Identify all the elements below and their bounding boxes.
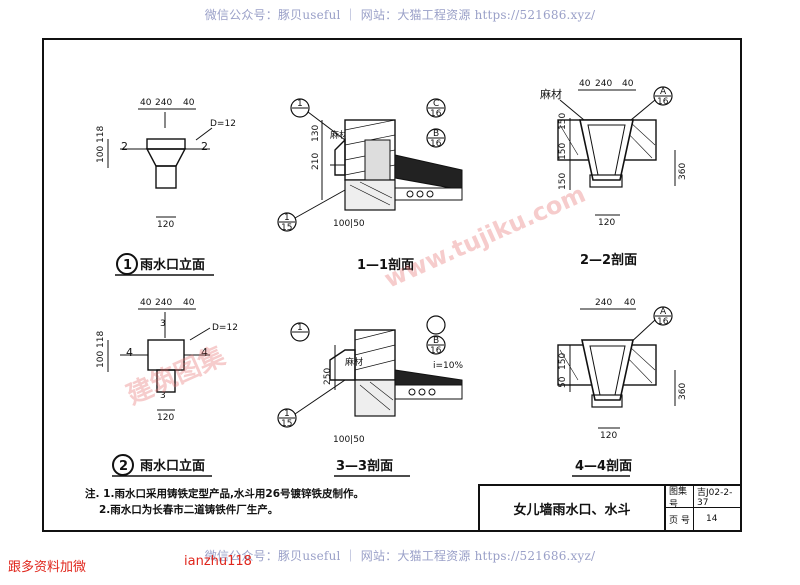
ref-1-bottom: 1 — [284, 213, 290, 223]
mat-label-1: 麻材 — [330, 129, 348, 141]
note-line-1: 注. 1.雨水口采用铸铁定型产品,水斗用26号镀锌铁皮制作。 — [85, 488, 365, 500]
ref-a-2: A — [660, 307, 667, 317]
ref-15-b: 15 — [281, 419, 292, 429]
ref-b: B — [433, 129, 439, 139]
atlas-label: 图集号 — [666, 486, 694, 510]
dim-240-c: 240 — [595, 79, 612, 89]
ref-1-top: 1 — [297, 99, 303, 109]
dim-d12: D=12 — [210, 119, 236, 129]
note-line-2: 2.雨水口为长春市二道铸铁件厂生产。 — [99, 504, 279, 516]
dim-100-50-a: 100|50 — [333, 219, 365, 229]
detail-2-elevation: 40 240 40 3 4 4 D=12 100 118 3 120 — [96, 298, 238, 423]
drawing-notes: 注. 1.雨水口采用铸铁定型产品,水斗用26号镀锌铁皮制作。 2.雨水口为长春市… — [85, 486, 364, 518]
dim-150-b: 150 — [558, 143, 568, 160]
dim-120: 120 — [157, 220, 174, 230]
detail-1-elevation: 40 240 40 2 2 D=12 100 118 120 — [96, 98, 236, 230]
promo-text: 跟多资料加微 — [8, 560, 87, 575]
dim-240: 240 — [155, 98, 172, 108]
dim-100-118-b: 100 118 — [96, 330, 106, 368]
page-value: 14 — [706, 514, 718, 524]
dim-100-50-b: 100|50 — [333, 435, 365, 445]
dim-120-b: 120 — [598, 218, 615, 228]
drawing-sheet — [42, 38, 742, 532]
dim-40-g: 40 — [624, 298, 636, 308]
dim-210: 210 — [311, 153, 321, 170]
caption-2-text: 雨水口立面 — [140, 458, 205, 474]
dim-120-d: 120 — [600, 431, 617, 441]
dim-360-a: 360 — [678, 163, 688, 180]
ref-1-d: 1 — [284, 409, 290, 419]
dim-40-c: 40 — [579, 79, 591, 89]
ref-a-1: A — [660, 87, 667, 97]
dim-40-f: 40 — [183, 298, 195, 308]
dim-50: 50 — [558, 376, 568, 388]
dim-150-c: 150 — [558, 113, 568, 130]
ref-b-16-2: 16 — [430, 346, 442, 356]
caption-1-1-text: 1—1剖面 — [357, 257, 414, 273]
caption-2-number: 2 — [119, 459, 128, 474]
sec-4-right: 4 — [201, 346, 208, 359]
title-block: 女儿墙雨水口、水斗 图集号 吉J02-2-37 页 号 14 — [478, 484, 740, 530]
detail-3-3-section: 1 B 16 i=10% 麻材 250 1 15 100|50 — [277, 315, 463, 445]
watermark-top: 微信公众号：豚贝useful ｜ 网站：大猫工程资源 https://52168… — [204, 8, 596, 22]
dim-240-g: 240 — [595, 298, 612, 308]
ref-a-16-2: 16 — [657, 317, 669, 327]
dim-40-e: 40 — [140, 298, 152, 308]
ref-1-c: 1 — [297, 323, 303, 333]
dim-150-d: 150 — [558, 353, 568, 370]
dim-100-118: 100 118 — [96, 125, 106, 163]
ref-15-a: 15 — [281, 223, 292, 233]
sec-2-left: 2 — [121, 140, 128, 153]
dim-120-c: 120 — [157, 413, 174, 423]
ref-b-16: 16 — [430, 139, 442, 149]
sec-3-bottom: 3 — [160, 391, 166, 401]
sec-4-left: 4 — [126, 346, 133, 359]
caption-4-4-text: 4—4剖面 — [575, 458, 632, 474]
detail-1-1-section: 1 麻材 C 16 B 16 210 130 1 15 100|50 — [277, 98, 463, 233]
dim-250: 250 — [323, 368, 333, 385]
mat-label-2: 麻材 — [540, 87, 562, 101]
mat-label-3: 麻材 — [345, 356, 363, 368]
dim-240-e: 240 — [155, 298, 172, 308]
dim-40b: 40 — [183, 98, 195, 108]
caption-1-text: 雨水口立面 — [140, 257, 205, 273]
caption-2-2-text: 2—2剖面 — [580, 252, 637, 268]
watermark-bottom: 微信公众号：豚贝useful ｜ 网站：大猫工程资源 https://52168… — [204, 549, 596, 563]
ref-c: C — [433, 99, 439, 109]
drawing-title: 女儿墙雨水口、水斗 — [480, 486, 666, 530]
dim-40-d: 40 — [622, 79, 634, 89]
atlas-value: 吉J02-2-37 — [694, 486, 740, 508]
ref-b-2: B — [433, 336, 439, 346]
dim-130: 130 — [311, 125, 321, 142]
ref-a-16-1: 16 — [657, 97, 669, 107]
detail-4-4-section: 240 40 A 16 50 150 360 120 — [557, 298, 688, 441]
ref-c-16: 16 — [430, 109, 442, 119]
caption-3-3-text: 3—3剖面 — [336, 458, 393, 474]
caption-1-number: 1 — [123, 258, 132, 273]
sec-2-right: 2 — [201, 140, 208, 153]
page-label: 页 号 — [666, 508, 694, 530]
detail-2-2-section: 40 240 40 麻材 A 16 150 150 150 360 120 — [540, 79, 688, 228]
dim-150-a: 150 — [558, 173, 568, 190]
dim-40: 40 — [140, 98, 152, 108]
sec-3-top: 3 — [160, 319, 166, 329]
dim-d12-b: D=12 — [212, 323, 238, 333]
dim-360-b: 360 — [678, 383, 688, 400]
slope-label: i=10% — [433, 361, 463, 371]
promo-wechat-id: ianzhu118 — [184, 554, 252, 569]
